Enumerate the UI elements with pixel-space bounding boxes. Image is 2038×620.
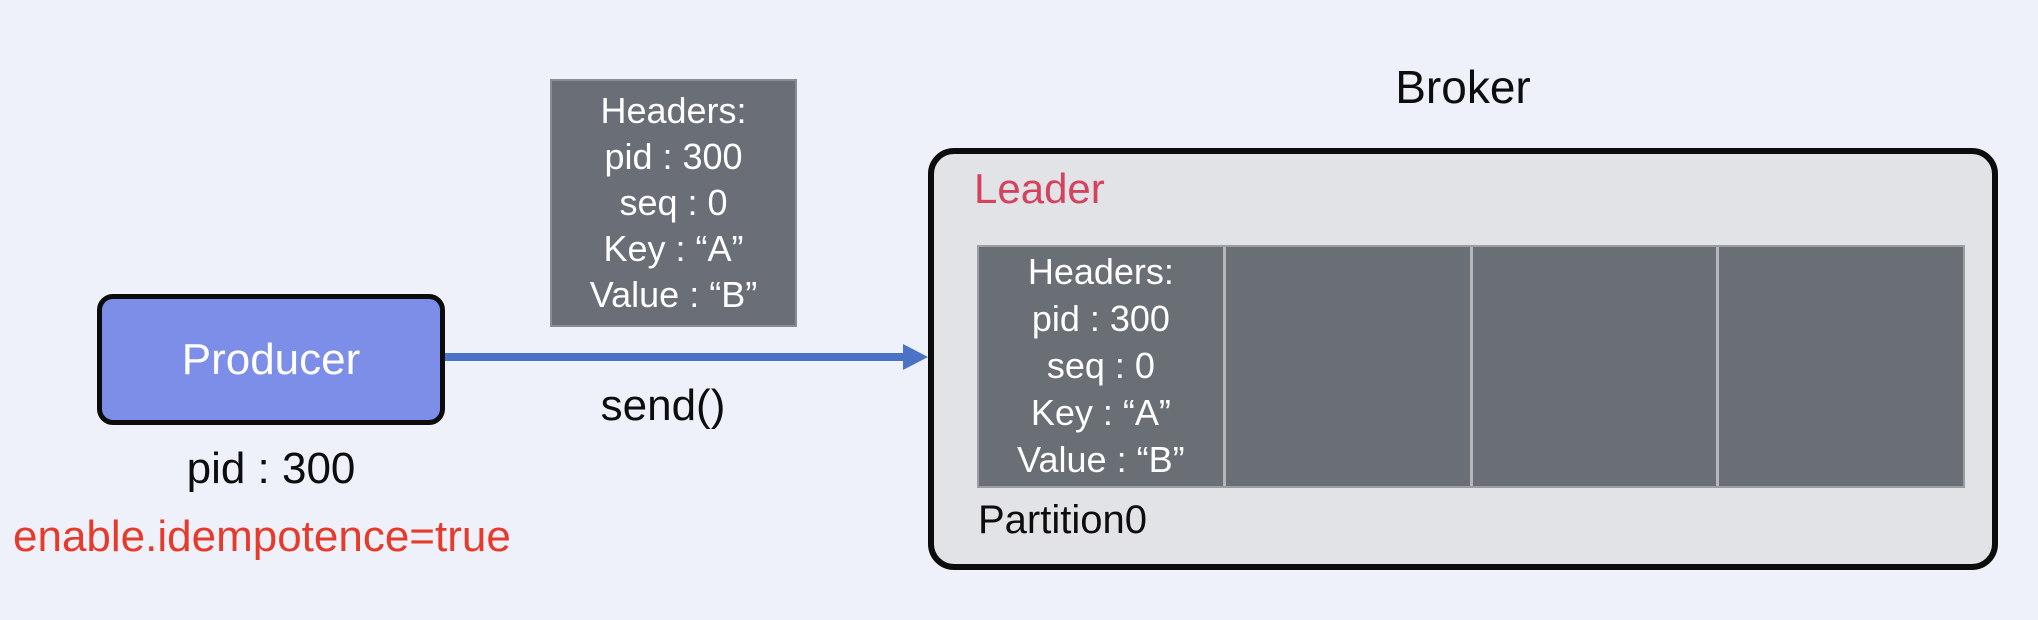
leader-label: Leader: [974, 165, 1105, 212]
send-arrow-head-icon: [903, 344, 928, 370]
producer-label: Producer: [181, 334, 361, 384]
producer-box: Producer: [97, 294, 445, 425]
partition-strip: Headers: pid : 300 seq : 0 Key : “A” Val…: [977, 245, 1965, 488]
record-value-line: Value : “B”: [589, 274, 758, 315]
partition-slot-1: [1226, 247, 1473, 486]
record-headers-line: Headers:: [600, 90, 747, 131]
record-box: Headers: pid : 300 seq : 0 Key : “A” Val…: [550, 79, 797, 327]
stored-value-line: Value : “B”: [1017, 439, 1185, 480]
partition-slot-3: [1719, 247, 1963, 486]
record-key-line: Key : “A”: [603, 228, 744, 269]
stored-pid-line: pid : 300: [1031, 298, 1170, 339]
stored-record: Headers: pid : 300 seq : 0 Key : “A” Val…: [979, 247, 1223, 483]
stored-headers-line: Headers:: [1027, 251, 1174, 292]
partition-slot-2: [1473, 247, 1720, 486]
send-label: send(): [600, 381, 726, 430]
stored-key-line: Key : “A”: [1030, 392, 1171, 433]
partition-label: Partition0: [978, 498, 1147, 542]
broker-title: Broker: [1395, 61, 1531, 113]
producer-config-label: enable.idempotence=true: [13, 512, 511, 561]
send-arrow-line: [445, 353, 907, 361]
record-seq-line: seq : 0: [619, 182, 728, 223]
producer-pid-label: pid : 300: [186, 444, 356, 493]
partition-slot-0: Headers: pid : 300 seq : 0 Key : “A” Val…: [979, 247, 1226, 486]
record-pid-line: pid : 300: [604, 136, 743, 177]
stored-seq-line: seq : 0: [1046, 345, 1155, 386]
